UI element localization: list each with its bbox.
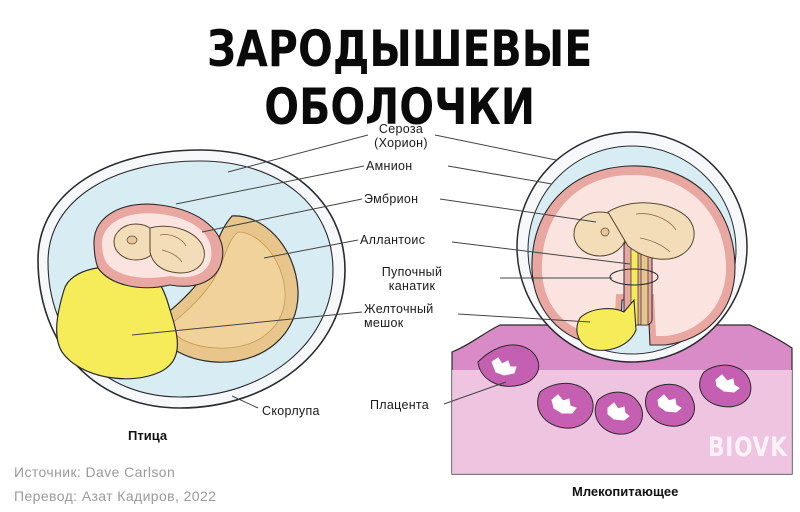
label-placenta: Плацента (370, 398, 430, 412)
label-umbilical-cord: Пупочный канатик (374, 265, 450, 293)
credit-source: Источник: Dave Carlson (14, 464, 176, 480)
label-yolk-line1: Желточный (364, 302, 434, 316)
mammal-yolk-sac (576, 298, 637, 351)
label-serosa-line2: (Хорион) (374, 136, 428, 150)
label-yolk-line2: мешок (364, 316, 404, 330)
umbilical-cord-highlight (609, 268, 659, 286)
label-serosa: Сероза (Хорион) (368, 122, 434, 150)
mammal-embryo (573, 202, 695, 260)
label-allantois: Аллантоис (360, 233, 426, 247)
watermark-logo: BIOVK (708, 432, 788, 463)
label-yolk-sac: Желточный мешок (364, 302, 434, 330)
credit-translation: Перевод: Азат Кадиров, 2022 (14, 488, 217, 504)
label-embryo: Эмбрион (364, 192, 419, 206)
placenta-villi-tips (491, 357, 740, 421)
leader-lines (131, 134, 631, 409)
bird-allantois-cavity (167, 231, 286, 349)
bird-embryo (113, 223, 205, 274)
caption-bird: Птица (128, 428, 168, 443)
label-cord-line1: Пупочный (381, 265, 443, 279)
caption-mammal: Млекопитающее (572, 484, 679, 499)
label-amnion: Амнион (366, 159, 413, 173)
page-title: ЗАРОДЫШЕВЫЕ ОБОЛОЧКИ (207, 20, 593, 136)
label-shell: Скорлупа (262, 404, 320, 418)
label-cord-line2: канатик (388, 279, 436, 293)
bird-egg (37, 149, 346, 409)
label-serosa-line1: Сероза (378, 122, 424, 136)
